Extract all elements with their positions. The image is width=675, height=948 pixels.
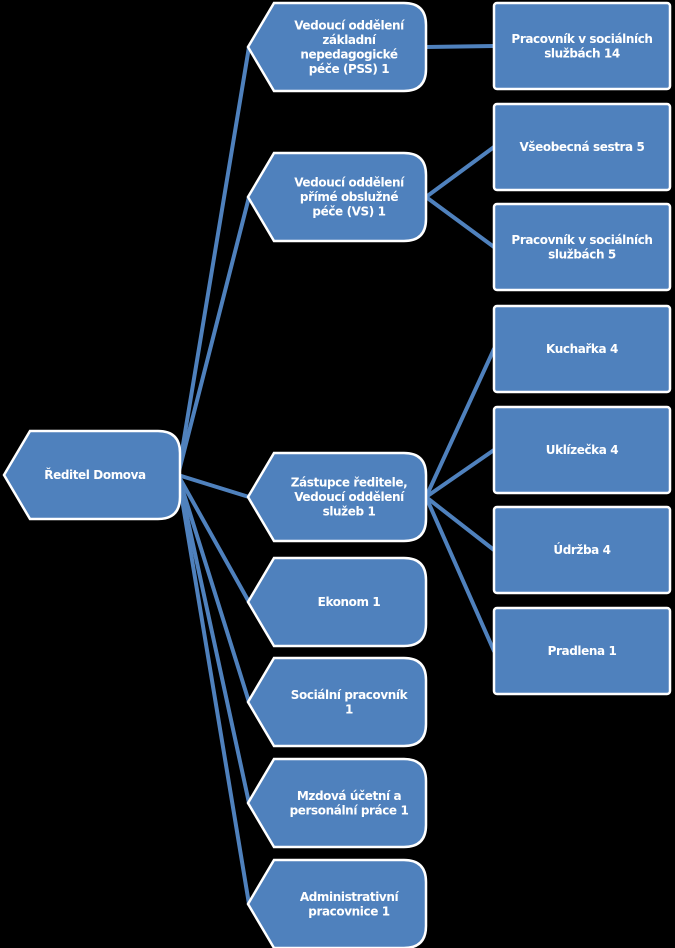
manager-node-label-line: služeb 1	[323, 505, 376, 519]
root-node-label: Ředitel Domova	[44, 467, 146, 482]
connector-line	[424, 195, 496, 249]
staff-node-label-line: Všeobecná sestra 5	[520, 140, 645, 154]
connector-line	[424, 44, 496, 49]
staff-node-label-line: Údržba 4	[553, 542, 610, 557]
root-node-shape	[2, 429, 182, 521]
connector-line	[424, 495, 496, 653]
staff-node-label-line: službách 5	[548, 247, 616, 261]
manager-node: Zástupce ředitele,Vedoucí odděleníslužeb…	[246, 451, 428, 543]
connector-line	[176, 473, 251, 499]
manager-node: Ekonom 1	[246, 556, 428, 648]
connector-line	[424, 145, 496, 199]
manager-node-label-line: přímé obslužné	[300, 190, 398, 204]
manager-node-label-line: Vedoucí oddělení	[294, 18, 405, 32]
staff-node-label-line: Pradlena 1	[548, 644, 617, 658]
manager-node-label-line: Vedoucí oddělení	[294, 176, 405, 190]
staff-node: Pradlena 1	[492, 606, 672, 696]
manager-node-label-line: Zástupce ředitele,	[291, 476, 408, 490]
manager-node-shape	[246, 151, 428, 243]
staff-node: Uklízečka 4	[492, 405, 672, 495]
connector-line	[176, 473, 251, 704]
staff-node-label-line: Kuchařka 4	[546, 342, 618, 356]
staff-node-label-line: Uklízečka 4	[546, 443, 618, 457]
staff-node: Údržba 4	[492, 505, 672, 595]
staff-node-shape	[492, 606, 672, 696]
connectors	[176, 44, 496, 906]
connector-line	[424, 347, 496, 499]
staff-node-label-line: Pracovník v sociálních	[511, 233, 652, 247]
manager-node-label-line: Sociální pracovník	[291, 688, 409, 702]
manager-node-label-line: Vedoucí oddělení	[294, 490, 405, 504]
connector-line	[176, 473, 251, 906]
manager-node-shape	[246, 556, 428, 648]
staff-node-shape	[492, 405, 672, 495]
staff-node-shape	[492, 1, 672, 91]
manager-node-label-line: Mzdová účetní a	[297, 789, 402, 803]
staff-node-label-line: službách 14	[544, 46, 620, 60]
staff-node: Všeobecná sestra 5	[492, 102, 672, 192]
staff-node-shape	[492, 202, 672, 292]
connector-line	[176, 45, 251, 477]
staff-node-label-line: Pracovník v sociálních	[511, 32, 652, 46]
manager-node-shape	[246, 451, 428, 543]
manager-node-label-line: personální práce 1	[290, 803, 409, 817]
connector-line	[424, 495, 496, 552]
manager-node-label-line: nepedagogické	[300, 47, 398, 61]
staff-node: Kuchařka 4	[492, 304, 672, 394]
connector-line	[176, 473, 251, 604]
staff-node-shape	[492, 102, 672, 192]
manager-node-shape	[246, 757, 428, 849]
manager-node-label-line: pracovnice 1	[308, 904, 389, 918]
manager-node-label-line: péče (VS) 1	[312, 205, 385, 219]
manager-node-shape	[246, 656, 428, 748]
staff-node-shape	[492, 505, 672, 595]
connector-line	[176, 195, 251, 477]
root-node: Ředitel Domova	[2, 429, 182, 521]
connector-line	[424, 448, 496, 499]
manager-node: Vedoucí oddělenízákladnínepedagogicképéč…	[246, 1, 428, 93]
manager-node-label-line: základní	[322, 33, 377, 47]
manager-node-label-line: péče (PSS) 1	[309, 62, 389, 76]
connector-line	[176, 473, 251, 805]
manager-node-label-line: 1	[345, 702, 353, 716]
staff-node-shape	[492, 304, 672, 394]
manager-node-label-line: Administrativní	[300, 890, 400, 904]
manager-node-shape	[246, 1, 428, 93]
manager-node-label-line: Ekonom 1	[318, 595, 381, 609]
